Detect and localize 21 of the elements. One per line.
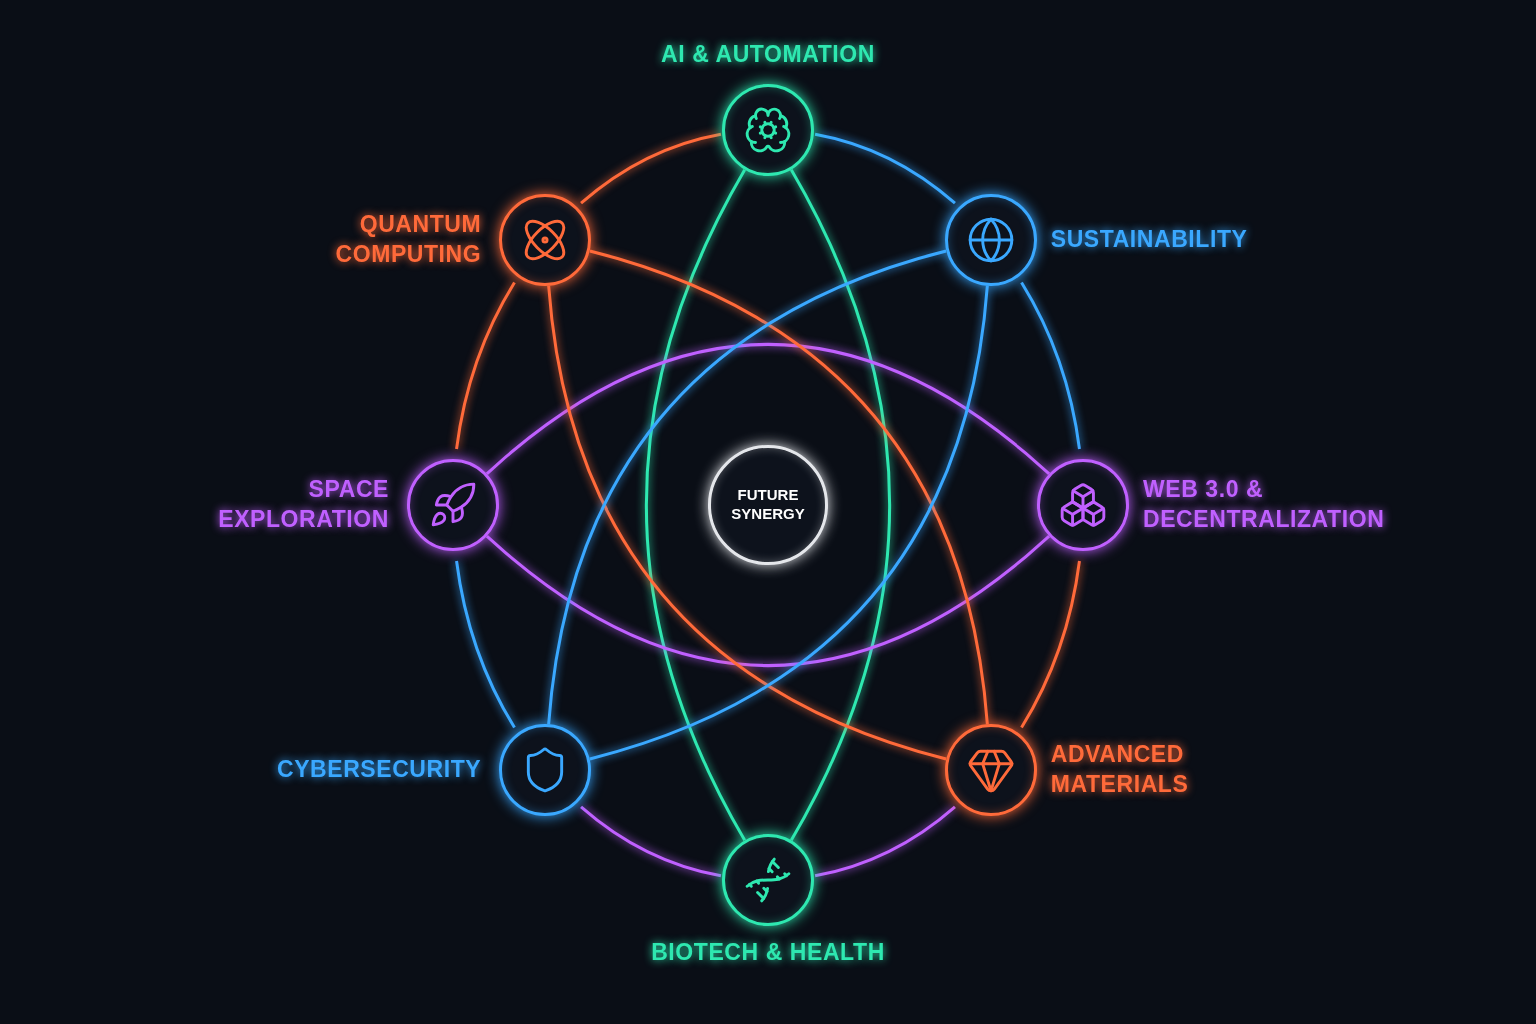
orbit-line — [814, 132, 956, 205]
orbit-line — [455, 560, 516, 729]
orbit-line — [1020, 560, 1081, 729]
hub-label: FUTURE SYNERGY — [730, 486, 806, 524]
node-label: SPACE EXPLORATION — [217, 475, 389, 534]
orbit-line — [814, 805, 956, 878]
orbit-line — [789, 168, 891, 842]
orbit-line — [485, 343, 1051, 475]
orbit-line — [455, 281, 516, 450]
orbit-line — [485, 535, 1051, 667]
orbit-line — [580, 805, 722, 878]
orbit-line — [580, 132, 722, 205]
node-label: BIOTECH & HEALTH — [650, 938, 886, 967]
node-label: AI & AUTOMATION — [660, 40, 876, 70]
node-label: ADVANCED MATERIALS — [1050, 740, 1190, 800]
node-label: QUANTUM COMPUTING — [334, 209, 482, 269]
orbit-line — [1020, 281, 1081, 450]
node-label: SUSTAINABILITY — [1050, 224, 1249, 254]
node-label: WEB 3.0 & DECENTRALIZATION — [1143, 475, 1383, 534]
orbit-line — [645, 168, 747, 842]
node-label: CYBERSECURITY — [275, 755, 482, 785]
